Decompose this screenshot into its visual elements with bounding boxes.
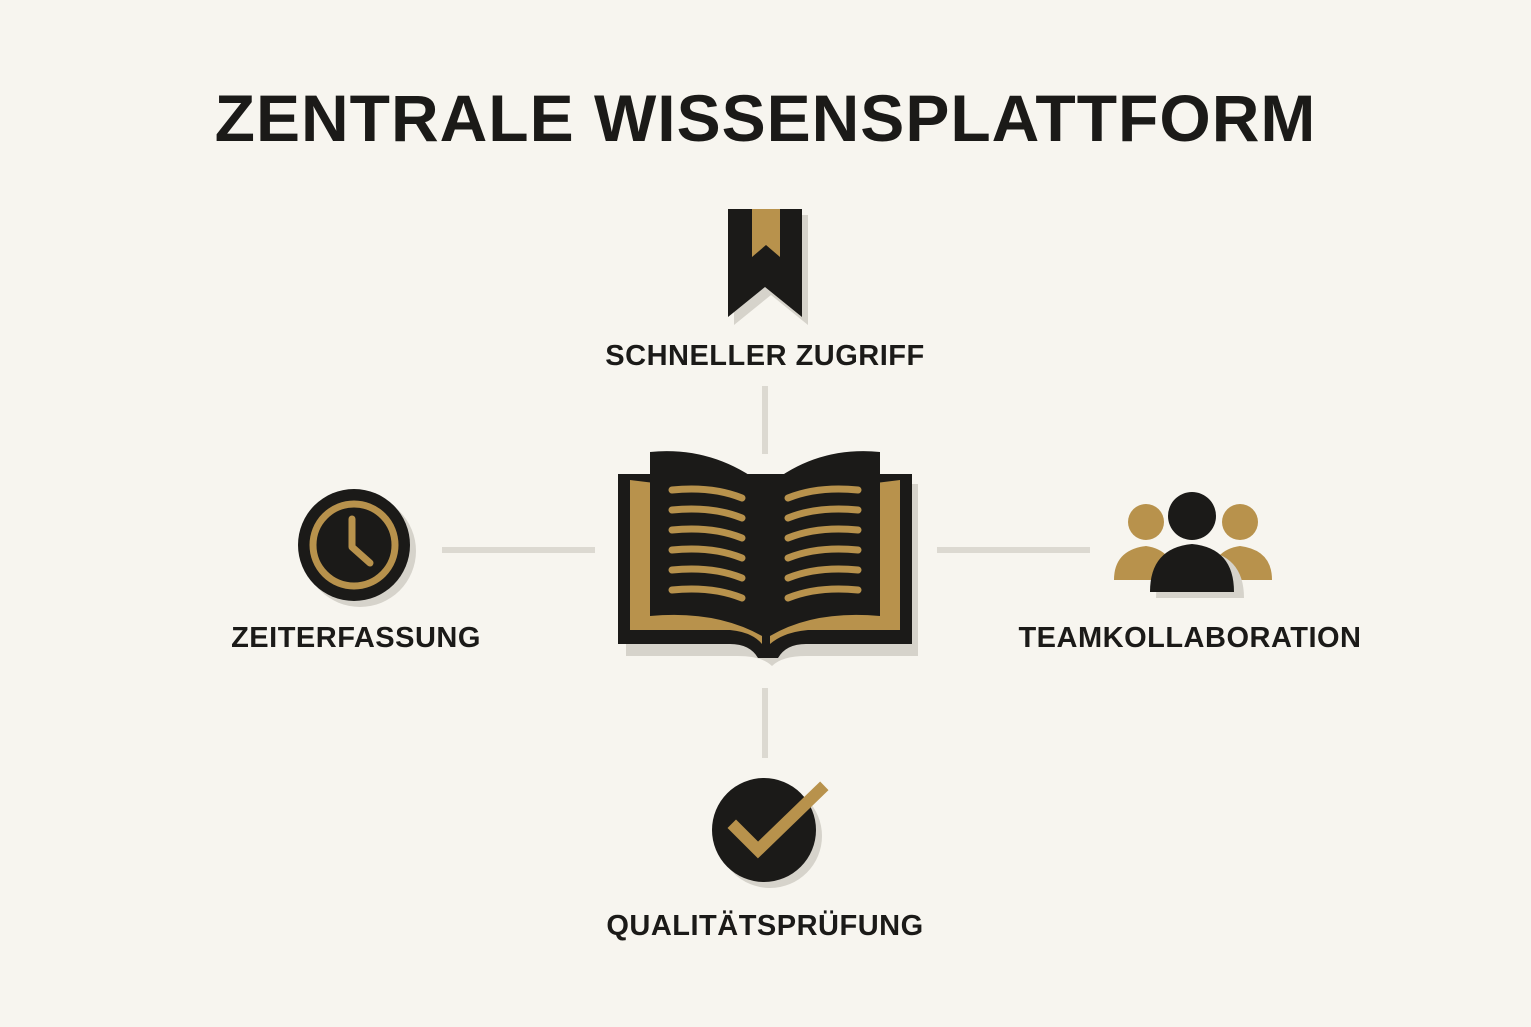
bookmark-icon <box>728 209 808 325</box>
open-book-icon <box>618 451 918 666</box>
bottom-node-label: QUALITÄTSPRÜFUNG <box>606 910 924 942</box>
team-icon <box>1114 492 1272 598</box>
right-node-label: TEAMKOLLABORATION <box>1018 622 1362 654</box>
connector-left <box>442 547 595 553</box>
left-node-label: ZEITERFASSUNG <box>231 622 481 654</box>
top-node-label: SCHNELLER ZUGRIFF <box>605 340 925 372</box>
checkmark-icon <box>712 778 829 888</box>
connector-top <box>762 386 768 454</box>
connector-bottom <box>762 688 768 758</box>
connector-right <box>937 547 1090 553</box>
clock-icon <box>298 489 416 607</box>
page-title: ZENTRALE WISSENSPLATTFORM <box>214 81 1317 155</box>
